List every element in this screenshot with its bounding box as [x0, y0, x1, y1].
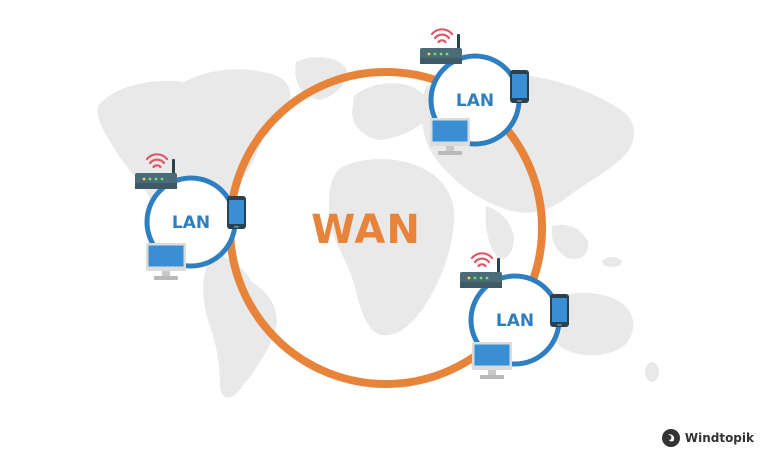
router-icon — [458, 252, 504, 290]
smartphone-icon — [510, 70, 529, 103]
lan-node-top-right: LAN — [418, 28, 529, 155]
lan-label: LAN — [456, 91, 494, 111]
smartphone-icon — [227, 196, 246, 229]
desktop-monitor-icon — [472, 342, 512, 379]
lan-label: LAN — [496, 311, 534, 331]
lan-node-left: LAN — [133, 153, 246, 280]
lan-label: LAN — [172, 213, 210, 233]
lan-node-bottom-right: LAN — [458, 252, 569, 379]
world-map-background — [97, 57, 659, 398]
brand-name: Windtopik — [684, 431, 754, 445]
router-icon — [418, 28, 464, 66]
wan-label: WAN — [311, 207, 421, 253]
brand-watermark: Windtopik — [661, 429, 754, 447]
smartphone-icon — [550, 294, 569, 327]
desktop-monitor-icon — [146, 243, 186, 280]
windtopik-logo-icon — [661, 429, 680, 447]
